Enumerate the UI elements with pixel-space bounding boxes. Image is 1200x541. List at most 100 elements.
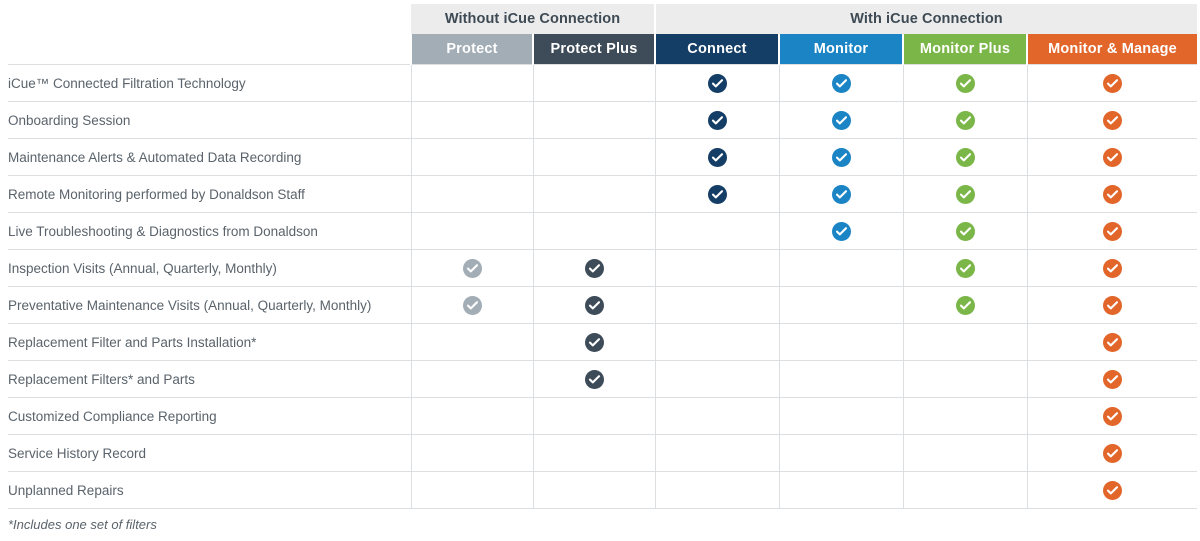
group-header-without-icue: Without iCue Connection <box>411 4 655 34</box>
plan-header-protect[interactable]: Protect <box>410 34 534 65</box>
cell-protect_plus <box>533 101 656 139</box>
plan-header-monitor[interactable]: Monitor <box>778 34 904 65</box>
cell-monitor <box>779 323 904 361</box>
plan-header-monitor-manage[interactable]: Monitor & Manage <box>1026 34 1197 65</box>
cell-protect <box>411 175 534 213</box>
cell-protect <box>411 360 534 398</box>
check-icon <box>955 184 975 204</box>
cell-connect <box>655 64 780 102</box>
check-icon <box>955 73 975 93</box>
cell-monitor_plus <box>903 175 1028 213</box>
cell-protect_plus <box>533 249 656 287</box>
check-icon <box>831 73 851 93</box>
cell-monitor_manage <box>1027 212 1197 250</box>
cell-monitor_manage <box>1027 64 1197 102</box>
service-plans-table: Without iCue Connection With iCue Connec… <box>8 4 1197 509</box>
cell-protect_plus <box>533 471 656 509</box>
cell-monitor_plus <box>903 360 1028 398</box>
cell-monitor <box>779 175 904 213</box>
cell-protect <box>411 101 534 139</box>
table-row: Live Troubleshooting & Diagnostics from … <box>8 212 1197 250</box>
cell-monitor_plus <box>903 286 1028 324</box>
check-icon <box>1102 295 1122 315</box>
cell-monitor_manage <box>1027 434 1197 472</box>
check-icon <box>1102 406 1122 426</box>
table-row: Onboarding Session <box>8 101 1197 139</box>
table-row: Replacement Filters* and Parts <box>8 360 1197 398</box>
cell-monitor_manage <box>1027 471 1197 509</box>
cell-protect_plus <box>533 138 656 176</box>
cell-monitor_manage <box>1027 175 1197 213</box>
cell-monitor <box>779 212 904 250</box>
check-icon <box>462 295 482 315</box>
check-icon <box>955 110 975 130</box>
check-icon <box>584 369 604 389</box>
cell-connect <box>655 397 780 435</box>
feature-label: Preventative Maintenance Visits (Annual,… <box>8 286 412 324</box>
cell-protect <box>411 64 534 102</box>
cell-monitor <box>779 64 904 102</box>
cell-monitor <box>779 286 904 324</box>
cell-monitor_plus <box>903 212 1028 250</box>
feature-label: Remote Monitoring performed by Donaldson… <box>8 175 412 213</box>
cell-monitor <box>779 360 904 398</box>
cell-connect <box>655 434 780 472</box>
check-icon <box>1102 480 1122 500</box>
plan-header-monitor-plus[interactable]: Monitor Plus <box>902 34 1028 65</box>
plan-header-row: Protect Protect Plus Connect Monitor Mon… <box>8 34 1197 65</box>
cell-protect_plus <box>533 323 656 361</box>
cell-connect <box>655 360 780 398</box>
check-icon <box>955 147 975 167</box>
cell-protect_plus <box>533 64 656 102</box>
feature-label: iCue™ Connected Filtration Technology <box>8 64 412 102</box>
check-icon <box>955 258 975 278</box>
cell-monitor <box>779 249 904 287</box>
cell-protect_plus <box>533 286 656 324</box>
check-icon <box>707 110 727 130</box>
table-row: Customized Compliance Reporting <box>8 397 1197 435</box>
table-row: Unplanned Repairs <box>8 471 1197 509</box>
table-row: Preventative Maintenance Visits (Annual,… <box>8 286 1197 324</box>
feature-label: Service History Record <box>8 434 412 472</box>
check-icon <box>1102 184 1122 204</box>
feature-label: Replacement Filter and Parts Installatio… <box>8 323 412 361</box>
feature-label: Onboarding Session <box>8 101 412 139</box>
cell-protect <box>411 323 534 361</box>
check-icon <box>1102 73 1122 93</box>
cell-monitor <box>779 101 904 139</box>
group-header-row: Without iCue Connection With iCue Connec… <box>8 4 1197 34</box>
cell-monitor_plus <box>903 101 1028 139</box>
plan-header-spacer <box>8 34 411 65</box>
feature-label: Replacement Filters* and Parts <box>8 360 412 398</box>
cell-protect <box>411 434 534 472</box>
check-icon <box>1102 443 1122 463</box>
cell-protect_plus <box>533 175 656 213</box>
cell-monitor_plus <box>903 323 1028 361</box>
check-icon <box>831 221 851 241</box>
cell-monitor_plus <box>903 471 1028 509</box>
cell-monitor_manage <box>1027 286 1197 324</box>
cell-connect <box>655 101 780 139</box>
footnote: *Includes one set of filters <box>8 517 157 532</box>
cell-monitor_plus <box>903 249 1028 287</box>
feature-label: Live Troubleshooting & Diagnostics from … <box>8 212 412 250</box>
check-icon <box>584 332 604 352</box>
cell-connect <box>655 286 780 324</box>
table-row: Replacement Filter and Parts Installatio… <box>8 323 1197 361</box>
plan-header-protect-plus[interactable]: Protect Plus <box>532 34 656 65</box>
group-header-spacer <box>8 4 411 34</box>
cell-monitor_plus <box>903 397 1028 435</box>
cell-monitor <box>779 397 904 435</box>
cell-monitor_plus <box>903 434 1028 472</box>
check-icon <box>462 258 482 278</box>
table-header: Without iCue Connection With iCue Connec… <box>8 4 1197 65</box>
check-icon <box>955 295 975 315</box>
cell-protect <box>411 249 534 287</box>
plan-header-connect[interactable]: Connect <box>654 34 780 65</box>
check-icon <box>1102 110 1122 130</box>
check-icon <box>584 295 604 315</box>
cell-monitor <box>779 138 904 176</box>
cell-protect_plus <box>533 360 656 398</box>
